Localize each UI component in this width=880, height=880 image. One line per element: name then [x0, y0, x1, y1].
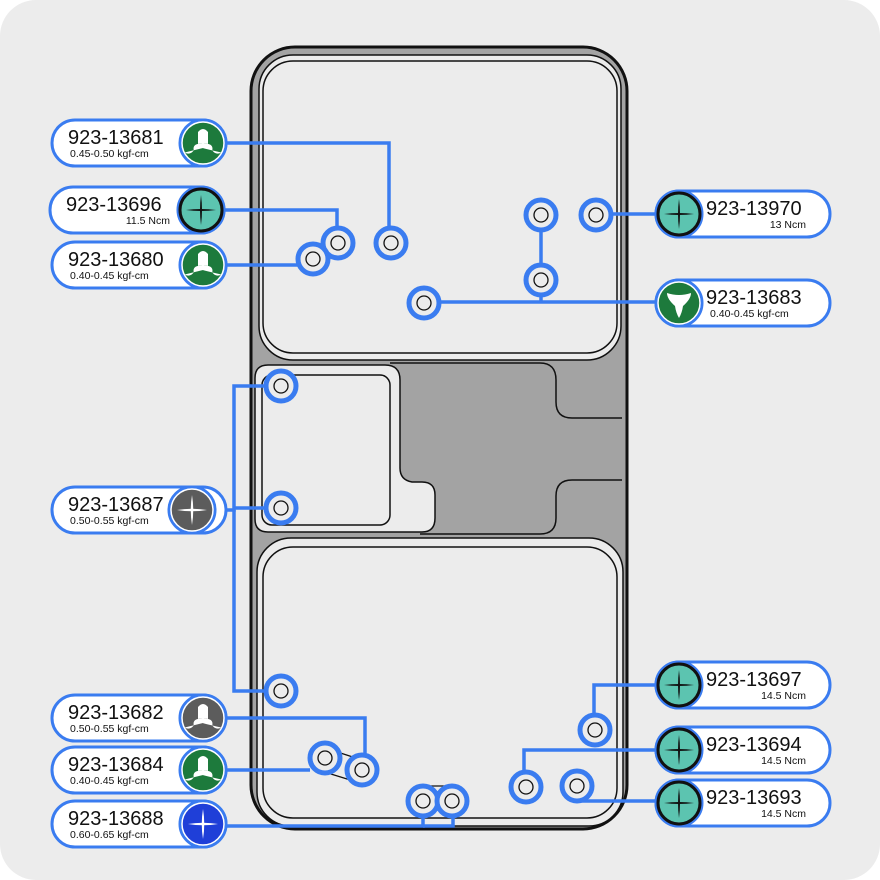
part-number: 923-13696	[66, 194, 162, 216]
screw[interactable]	[263, 490, 299, 526]
screw[interactable]	[559, 768, 595, 804]
torque-spec: 0.60-0.65 kgf-cm	[70, 829, 149, 841]
screw[interactable]	[434, 783, 470, 819]
tri-wing-bit-icon	[178, 118, 228, 168]
part-number: 923-13693	[706, 787, 802, 809]
torque-spec: 11.5 Ncm	[126, 215, 170, 227]
part-number: 923-13970	[706, 198, 802, 220]
phillips-bit-icon	[654, 660, 704, 710]
tri-wing-bit-icon	[178, 240, 228, 290]
torque-spec: 0.40-0.45 kgf-cm	[70, 775, 149, 787]
leader-line	[226, 141, 391, 228]
part-number: 923-13682	[68, 702, 164, 724]
screw[interactable]	[307, 740, 343, 776]
mid-right-notch-top	[390, 362, 622, 419]
part-number: 923-13684	[68, 754, 164, 776]
leader-line	[522, 748, 656, 772]
screw[interactable]	[405, 783, 441, 819]
screw[interactable]	[406, 285, 442, 321]
screw[interactable]	[373, 225, 409, 261]
screw[interactable]	[577, 712, 613, 748]
mid-left-box	[261, 374, 391, 526]
cross-bit-icon	[167, 485, 217, 535]
part-number: 923-13680	[68, 249, 164, 271]
torque-spec: 0.40-0.45 kgf-cm	[710, 308, 789, 320]
cross-bit-icon	[178, 799, 228, 849]
phillips-bit-icon	[654, 725, 704, 775]
screw[interactable]	[295, 241, 331, 277]
screw[interactable]	[523, 262, 559, 298]
torque-spec: 14.5 Ncm	[761, 808, 806, 820]
part-number: 923-13688	[68, 808, 164, 830]
screw[interactable]	[578, 197, 614, 233]
torque-spec: 13 Ncm	[770, 219, 806, 231]
leader-line	[592, 683, 656, 715]
part-number: 923-13694	[706, 734, 802, 756]
device-frame	[249, 45, 629, 831]
tri-wing-bit-icon	[178, 745, 228, 795]
torque-spec: 14.5 Ncm	[761, 690, 806, 702]
screw[interactable]	[263, 673, 299, 709]
leader-line	[224, 208, 339, 228]
torque-spec: 0.40-0.45 kgf-cm	[70, 270, 149, 282]
phillips-bit-icon	[654, 778, 704, 828]
leader-line	[423, 816, 455, 828]
part-number: 923-13697	[706, 669, 802, 691]
torque-spec: 0.50-0.55 kgf-cm	[70, 515, 149, 527]
torque-spec: 14.5 Ncm	[761, 755, 806, 767]
torque-spec: 0.45-0.50 kgf-cm	[70, 148, 149, 160]
leader-line	[226, 716, 367, 755]
tri-point-bit-icon	[654, 278, 704, 328]
phillips-bit-icon	[654, 189, 704, 239]
screw[interactable]	[508, 769, 544, 805]
screw[interactable]	[263, 368, 299, 404]
screw[interactable]	[523, 197, 559, 233]
leader-lines	[215, 141, 656, 828]
mid-right-notch-bottom	[420, 479, 622, 535]
part-number: 923-13683	[706, 287, 802, 309]
leader-line	[232, 510, 266, 693]
tri-wing-bit-icon	[178, 693, 228, 743]
phillips-bit-icon	[176, 185, 226, 235]
screws	[263, 197, 614, 819]
torque-spec: 0.50-0.55 kgf-cm	[70, 723, 149, 735]
part-number: 923-13687	[68, 494, 164, 516]
part-number: 923-13681	[68, 127, 164, 149]
screw[interactable]	[320, 225, 356, 261]
screw[interactable]	[344, 752, 380, 788]
